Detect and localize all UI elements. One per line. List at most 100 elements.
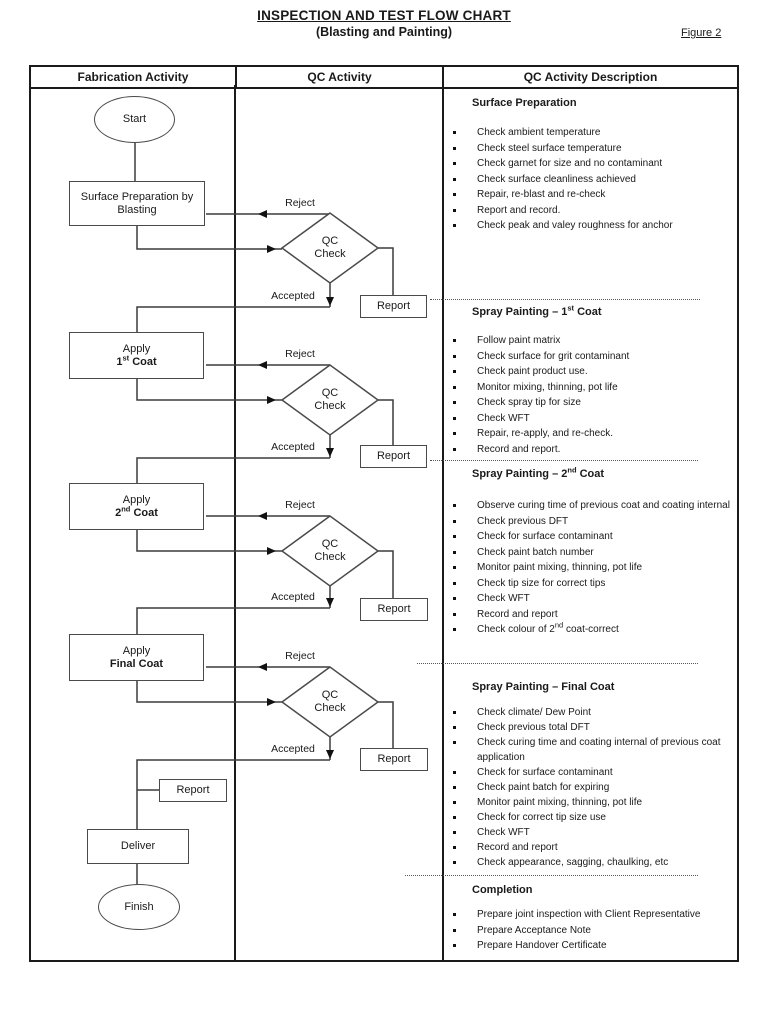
- surface-preparation-label: Surface Preparation by Blasting: [80, 190, 194, 216]
- list-item: Check curing time and coating internal o…: [444, 735, 744, 765]
- second-coat-label: 2nd Coat: [115, 503, 158, 519]
- list-item: Check for surface contaminant: [444, 765, 744, 780]
- arrow-left-icon: [258, 512, 267, 520]
- section-list-final-coat: Check climate/ Dew Point Check previous …: [444, 705, 744, 870]
- list-item: Check surface cleanliness achieved: [444, 172, 744, 188]
- list-item: Check for correct tip size use: [444, 810, 744, 825]
- column-divider-1: [234, 85, 236, 962]
- list-item: Check climate/ Dew Point: [444, 705, 744, 720]
- chart-table-frame: Fabrication Activity QC Activity QC Acti…: [29, 65, 739, 962]
- qc-diamond-1: [280, 212, 380, 284]
- list-item: Check paint batch number: [444, 545, 744, 561]
- list-item: Follow paint matrix: [444, 333, 744, 349]
- list-item: Monitor mixing, thinning, pot life: [444, 380, 744, 396]
- accepted-label-4: Accepted: [271, 743, 315, 755]
- arrow-left-icon: [258, 361, 267, 369]
- arrow-right-icon: [267, 245, 276, 253]
- section-divider-1: [430, 299, 700, 300]
- list-item: Record and report: [444, 840, 744, 855]
- section-title-surface-preparation: Surface Preparation: [472, 97, 577, 109]
- section-list-2nd-coat: Observe curing time of previous coat and…: [444, 498, 744, 638]
- flow-box-apply-1st-coat: Apply 1st Coat: [69, 332, 204, 379]
- section-title-1st-coat: Spray Painting – 1st Coat: [472, 303, 602, 318]
- list-item: Check for surface contaminant: [444, 529, 744, 545]
- list-item: Check paint product use.: [444, 364, 744, 380]
- list-item: Check previous DFT: [444, 514, 744, 530]
- list-item: Check WFT: [444, 591, 744, 607]
- section-list-completion: Prepare joint inspection with Client Rep…: [444, 907, 744, 954]
- flow-report-box-1: Report: [360, 295, 427, 318]
- list-item: Check tip size for correct tips: [444, 576, 744, 592]
- list-item: Prepare Acceptance Note: [444, 923, 744, 939]
- list-item: Monitor paint mixing, thinning, pot life: [444, 795, 744, 810]
- reject-label-3: Reject: [285, 499, 315, 511]
- arrow-left-icon: [258, 663, 267, 671]
- list-item: Prepare Handover Certificate: [444, 938, 744, 954]
- arrow-down-icon: [326, 297, 334, 306]
- page-title: INSPECTION AND TEST FLOW CHART: [257, 8, 511, 23]
- first-coat-label: 1st Coat: [116, 352, 157, 368]
- apply-label: Apply: [122, 644, 151, 657]
- arrow-right-icon: [267, 547, 276, 555]
- list-item: Record and report.: [444, 442, 744, 458]
- header-qc-activity-description: QC Activity Description: [523, 70, 658, 84]
- list-item: Check appearance, sagging, chaulking, et…: [444, 855, 744, 870]
- list-item: Check ambient temperature: [444, 125, 744, 141]
- list-item: Monitor paint mixing, thinning, pot life: [444, 560, 744, 576]
- section-title-2nd-coat: Spray Painting – 2nd Coat: [472, 465, 605, 480]
- header-fabrication-activity: Fabrication Activity: [31, 67, 237, 87]
- column-divider-2: [442, 85, 444, 962]
- accepted-label-2: Accepted: [271, 441, 315, 453]
- deliver-label: Deliver: [120, 840, 156, 852]
- arrow-left-icon: [258, 210, 267, 218]
- qc-diamond-4: [280, 666, 380, 738]
- list-item: Check previous total DFT: [444, 720, 744, 735]
- list-item: Report and record.: [444, 203, 744, 219]
- list-item: Check spray tip for size: [444, 395, 744, 411]
- accepted-label-3: Accepted: [271, 591, 315, 603]
- list-item: Check colour of 2nd coat-correct: [444, 621, 744, 638]
- list-item: Observe curing time of previous coat and…: [444, 498, 744, 514]
- section-divider-2: [430, 460, 698, 461]
- flow-box-surface-preparation: Surface Preparation by Blasting: [69, 181, 205, 226]
- list-item: Check garnet for size and no contaminant: [444, 156, 744, 172]
- flow-finish-node: Finish: [98, 884, 180, 930]
- list-item: Check WFT: [444, 825, 744, 840]
- arrow-down-icon: [326, 598, 334, 607]
- apply-label: Apply: [122, 493, 151, 506]
- finish-label: Finish: [124, 900, 154, 913]
- list-item: Repair, re-apply, and re-check.: [444, 426, 744, 442]
- arrow-down-icon: [326, 448, 334, 457]
- section-list-1st-coat: Follow paint matrix Check surface for gr…: [444, 333, 744, 457]
- header-qc-activity: QC Activity: [237, 67, 444, 87]
- page-subtitle: (Blasting and Painting): [315, 25, 453, 39]
- flow-report-box-4: Report: [360, 748, 428, 771]
- list-item: Check paint batch for expiring: [444, 780, 744, 795]
- list-item: Check surface for grit contaminant: [444, 349, 744, 365]
- list-item: Check WFT: [444, 411, 744, 427]
- list-item: Check steel surface temperature: [444, 141, 744, 157]
- list-item: Repair, re-blast and re-check: [444, 187, 744, 203]
- final-coat-label: Final Coat: [109, 657, 164, 670]
- arrow-right-icon: [267, 698, 276, 706]
- list-item: Check peak and valey roughness for ancho…: [444, 218, 744, 234]
- accepted-label-1: Accepted: [271, 290, 315, 302]
- table-header-row: Fabrication Activity QC Activity QC Acti…: [31, 67, 737, 89]
- apply-label: Apply: [122, 342, 151, 355]
- start-label: Start: [122, 113, 147, 125]
- qc-diamond-2: [280, 364, 380, 436]
- flow-report-box-3: Report: [360, 598, 428, 621]
- arrow-right-icon: [267, 396, 276, 404]
- section-list-surface-preparation: Check ambient temperature Check steel su…: [444, 125, 744, 234]
- flow-box-apply-final-coat: Apply Final Coat: [69, 634, 204, 681]
- section-divider-4: [405, 875, 698, 876]
- flow-report-box-final: Report: [159, 779, 227, 802]
- section-title-completion: Completion: [472, 884, 533, 896]
- list-item: Record and report: [444, 607, 744, 623]
